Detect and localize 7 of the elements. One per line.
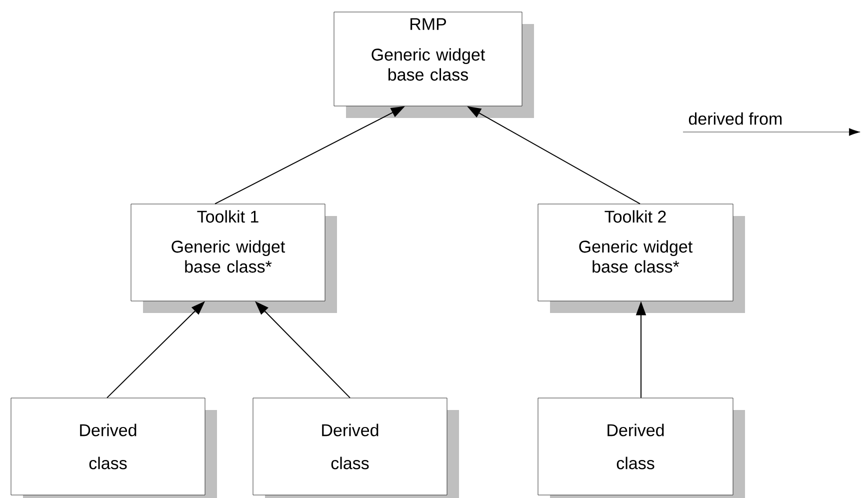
legend-text: derived from [688, 112, 782, 125]
class-box: Derived class [10, 398, 217, 498]
class-box: RMP Generic widget base class [334, 12, 534, 118]
class-box: Derived class [538, 398, 745, 498]
class-box: Toolkit 2 Generic widget base class* [538, 204, 745, 313]
class-box: Toolkit 1 Generic widget base class* [130, 204, 337, 313]
class-box: Derived class [252, 398, 459, 498]
